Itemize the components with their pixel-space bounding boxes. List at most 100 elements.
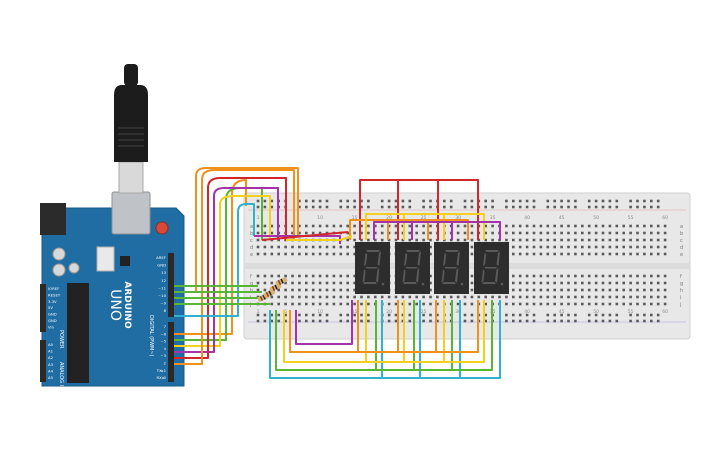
breadboard-hole[interactable]	[298, 224, 301, 228]
power-rail-hole[interactable]	[318, 205, 322, 209]
breadboard-hole[interactable]	[608, 281, 612, 285]
power-rail-hole[interactable]	[505, 313, 508, 317]
breadboard-hole[interactable]	[353, 288, 356, 292]
power-rail-hole[interactable]	[318, 319, 322, 323]
power-rail-hole[interactable]	[608, 199, 612, 203]
power-rail-hole[interactable]	[360, 205, 363, 209]
power-rail-hole[interactable]	[484, 205, 487, 209]
breadboard-hole[interactable]	[553, 245, 556, 249]
breadboard-hole[interactable]	[325, 281, 329, 285]
breadboard-hole[interactable]	[601, 231, 605, 235]
power-rail-hole[interactable]	[353, 313, 356, 317]
breadboard-hole[interactable]	[512, 295, 515, 299]
breadboard-hole[interactable]	[546, 288, 550, 292]
breadboard-hole[interactable]	[656, 281, 660, 285]
power-rail-hole[interactable]	[518, 199, 522, 203]
breadboard-hole[interactable]	[339, 302, 343, 306]
breadboard-hole[interactable]	[256, 281, 260, 285]
breadboard-hole[interactable]	[656, 238, 660, 242]
wire-red[interactable]	[359, 179, 399, 240]
power-rail-hole[interactable]	[484, 313, 487, 317]
breadboard-hole[interactable]	[650, 288, 653, 292]
power-rail-hole[interactable]	[601, 205, 605, 209]
breadboard-hole[interactable]	[380, 295, 384, 299]
breadboard-hole[interactable]	[470, 245, 474, 249]
breadboard-hole[interactable]	[311, 231, 315, 235]
breadboard-hole[interactable]	[622, 288, 625, 292]
breadboard-hole[interactable]	[305, 302, 308, 306]
power-rail-hole[interactable]	[263, 313, 267, 317]
breadboard-hole[interactable]	[339, 288, 343, 292]
wire-yellow[interactable]	[444, 300, 485, 363]
breadboard-hole[interactable]	[539, 245, 543, 249]
breadboard-hole[interactable]	[567, 245, 570, 249]
power-rail-hole[interactable]	[353, 319, 356, 323]
breadboard-hole[interactable]	[650, 274, 653, 278]
wire-orange[interactable]	[349, 219, 389, 240]
breadboard-hole[interactable]	[567, 231, 570, 235]
power-rail-hole[interactable]	[629, 319, 632, 323]
breadboard-hole[interactable]	[518, 238, 522, 242]
breadboard-hole[interactable]	[587, 252, 591, 256]
power-rail-hole[interactable]	[532, 313, 536, 317]
power-rail-hole[interactable]	[525, 199, 529, 203]
power-rail-hole[interactable]	[656, 199, 660, 203]
breadboard-hole[interactable]	[650, 238, 653, 242]
breadboard-hole[interactable]	[587, 302, 591, 306]
breadboard-hole[interactable]	[463, 238, 467, 242]
breadboard-hole[interactable]	[339, 224, 343, 228]
breadboard-hole[interactable]	[601, 281, 605, 285]
breadboard-hole[interactable]	[318, 274, 322, 278]
power-rail-hole[interactable]	[587, 199, 591, 203]
breadboard-hole[interactable]	[380, 231, 384, 235]
breadboard-hole[interactable]	[656, 274, 660, 278]
breadboard-hole[interactable]	[622, 224, 625, 228]
breadboard-hole[interactable]	[643, 295, 646, 299]
breadboard-hole[interactable]	[574, 224, 577, 228]
power-rail-hole[interactable]	[636, 205, 639, 209]
breadboard-hole[interactable]	[594, 302, 598, 306]
breadboard-hole[interactable]	[401, 224, 405, 228]
breadboard-hole[interactable]	[512, 231, 515, 235]
seven-segment-display[interactable]	[395, 242, 430, 294]
breadboard-hole[interactable]	[525, 295, 529, 299]
breadboard-hole[interactable]	[256, 245, 260, 249]
power-rail-hole[interactable]	[532, 205, 536, 209]
power-rail-hole[interactable]	[346, 199, 349, 203]
power-rail-hole[interactable]	[277, 313, 280, 317]
power-rail-hole[interactable]	[574, 313, 577, 317]
power-rail-hole[interactable]	[560, 319, 563, 323]
breadboard-hole[interactable]	[491, 224, 494, 228]
breadboard-hole[interactable]	[546, 224, 550, 228]
wire-orange[interactable]	[289, 300, 359, 353]
breadboard-hole[interactable]	[518, 281, 522, 285]
breadboard-hole[interactable]	[663, 231, 667, 235]
breadboard-hole[interactable]	[525, 252, 529, 256]
breadboard-hole[interactable]	[298, 274, 301, 278]
breadboard-hole[interactable]	[581, 252, 584, 256]
wire-yellow[interactable]	[444, 213, 485, 240]
breadboard-hole[interactable]	[505, 231, 508, 235]
power-rail-hole[interactable]	[429, 205, 432, 209]
power-rail-hole[interactable]	[429, 313, 432, 317]
breadboard-hole[interactable]	[567, 238, 570, 242]
breadboard-hole[interactable]	[560, 288, 563, 292]
power-rail-hole[interactable]	[484, 199, 487, 203]
power-rail-hole[interactable]	[594, 199, 598, 203]
breadboard-hole[interactable]	[518, 274, 522, 278]
breadboard-hole[interactable]	[663, 238, 667, 242]
breadboard-hole[interactable]	[325, 288, 329, 292]
breadboard-hole[interactable]	[298, 231, 301, 235]
breadboard-hole[interactable]	[505, 295, 508, 299]
breadboard-hole[interactable]	[284, 274, 287, 278]
breadboard-hole[interactable]	[325, 302, 329, 306]
breadboard-hole[interactable]	[360, 295, 363, 299]
breadboard-hole[interactable]	[518, 295, 522, 299]
breadboard-hole[interactable]	[408, 302, 412, 306]
wire-green[interactable]	[452, 300, 493, 371]
power-rail-hole[interactable]	[525, 313, 529, 317]
breadboard-hole[interactable]	[470, 231, 474, 235]
breadboard-hole[interactable]	[587, 245, 591, 249]
breadboard-hole[interactable]	[305, 288, 308, 292]
breadboard-hole[interactable]	[346, 274, 349, 278]
